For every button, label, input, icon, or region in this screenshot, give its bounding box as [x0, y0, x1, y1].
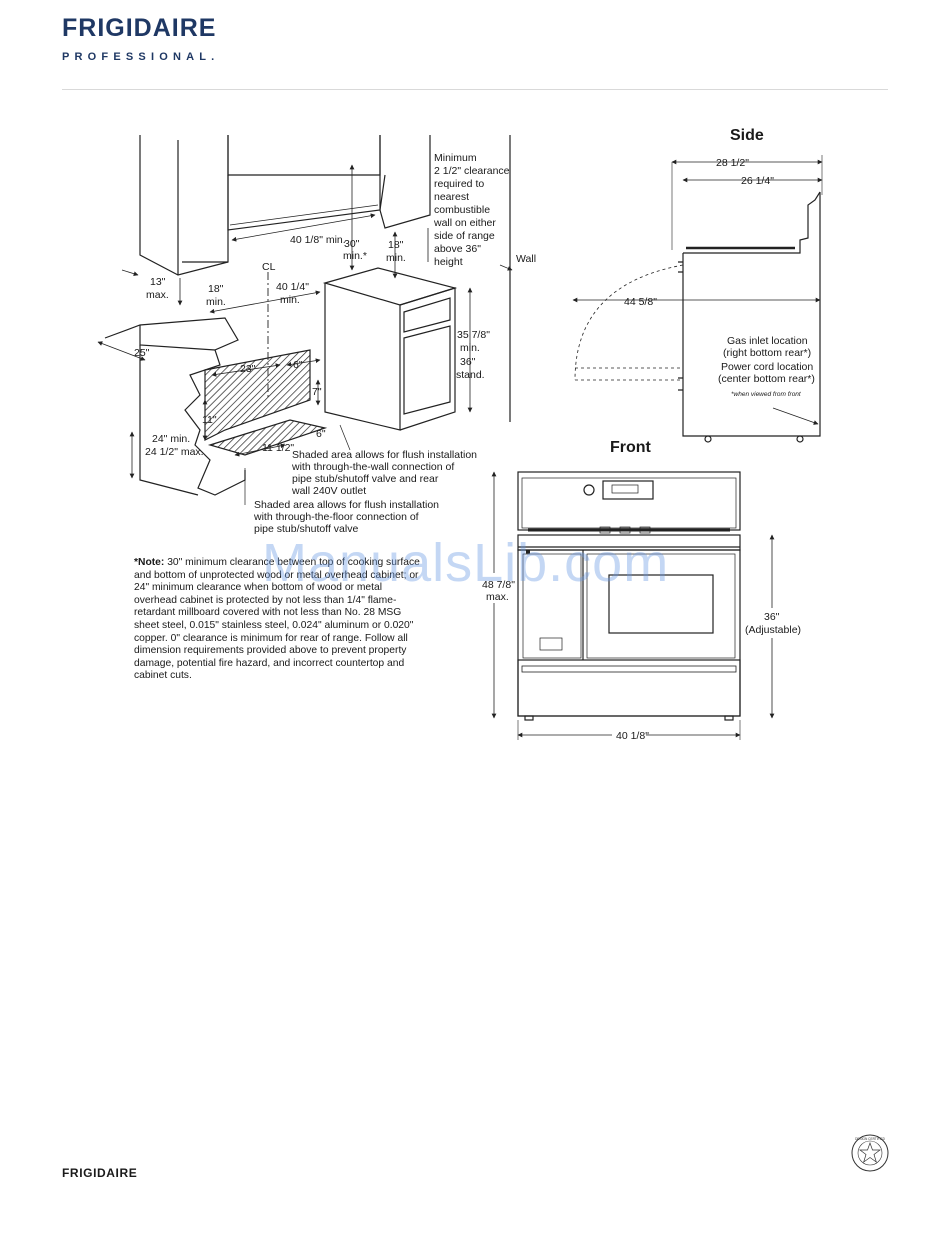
wall-area-note-2: with through-the-wall connection of	[291, 461, 454, 473]
clearance-note-8: above 36"	[434, 243, 481, 255]
side-body-depth-label: 26 1/4"	[741, 175, 774, 187]
dim-25-label: 25"	[134, 347, 150, 359]
left-upper-cabinet	[139, 135, 229, 276]
dim-30-label: 30"	[344, 238, 360, 250]
cutout-width-label: 40 1/4"	[276, 281, 309, 293]
wall-area-note-3: pipe stub/shutoff valve and rear	[292, 473, 439, 485]
gas-inlet-label: Gas inlet location	[727, 335, 808, 347]
note-text: 30" minimum clearance between top of coo…	[134, 557, 420, 682]
oven-window	[608, 574, 714, 634]
watermark: ManualsLib.com	[262, 533, 670, 593]
right-upper-cabinet	[379, 135, 431, 229]
front-adjustable-height-label: 36"	[764, 611, 780, 623]
dim-30-min-label: min.*	[343, 250, 367, 262]
side-depth-label: 28 1/2"	[716, 157, 749, 169]
front-height-max-label: max.	[486, 591, 509, 603]
clearance-note-1: Minimum	[434, 152, 477, 164]
dim-18a-label: 18"	[388, 239, 404, 251]
design-certified-seal: DESIGN CERTIFIED	[851, 1134, 889, 1172]
gas-inlet-pos-label: (right bottom rear*)	[723, 347, 811, 359]
front-adjustable-label: (Adjustable)	[745, 624, 801, 636]
cutout-min-label: min.	[280, 294, 300, 306]
note-label: *Note:	[134, 557, 165, 568]
front-view-title: Front	[610, 439, 652, 456]
dim-6a-label: 6"	[293, 359, 303, 371]
side-footnote: *when viewed from front	[731, 391, 802, 398]
height-35-min-label: min.	[460, 342, 480, 354]
front-height-label: 48 7/8"	[482, 579, 515, 591]
wall-area-note-4: wall 240V outlet	[291, 485, 366, 497]
depth-min-label: 24" min.	[152, 433, 190, 445]
door-swing-arc	[574, 264, 684, 381]
height-36-label: 36"	[460, 356, 476, 368]
brand-logo: FRIGIDAIRE PROFESSIONAL.	[62, 14, 219, 63]
centerline-label: CL	[262, 261, 276, 273]
front-view	[491, 471, 775, 740]
right-counter-top	[322, 267, 458, 306]
dim-13-max-label: max.	[146, 289, 169, 301]
dim-23-label: 23"	[240, 363, 256, 375]
star-icon	[858, 1141, 882, 1163]
upper-cabinet-center	[227, 135, 381, 176]
floor-area-note-2: with through-the-floor connection of	[253, 511, 419, 523]
front-labels: 48 7/8" max. 36" (Adjustable) 40 1/8"	[480, 573, 802, 742]
side-view-title: Side	[730, 127, 764, 144]
side-body	[682, 192, 821, 437]
dim-6b-label: 6"	[316, 428, 326, 440]
brand-subtitle: PROFESSIONAL.	[62, 51, 220, 63]
control-display	[602, 480, 654, 500]
install-labels: Minimum 2 1/2" clearance required to nea…	[134, 152, 536, 535]
clearance-note-2: 2 1/2" clearance	[434, 165, 510, 177]
left-lower-cabinet	[104, 317, 246, 496]
hood-width-label: 40 1/8" min.	[290, 234, 346, 246]
depth-max-label: 24 1/2" max.	[145, 446, 204, 458]
dim-11-label: 11"	[202, 414, 217, 426]
drawer	[517, 659, 741, 717]
side-door-open-label: 44 5/8"	[624, 296, 657, 308]
clearance-note-7: side of range	[434, 230, 495, 242]
clearance-note-3: required to	[434, 178, 484, 190]
dim-13-label: 13"	[150, 276, 166, 288]
power-cord-pos-label: (center bottom rear*)	[718, 373, 815, 385]
footer-brand: FRIGIDAIRE	[62, 1166, 138, 1180]
floor-area-note-1: Shaded area allows for flush installatio…	[254, 499, 439, 511]
clearance-note-5: combustible	[434, 204, 490, 216]
power-cord-label: Power cord location	[721, 361, 813, 373]
height-36-stand-label: stand.	[456, 369, 485, 381]
dim-18b-label: 18"	[208, 283, 224, 295]
front-width-label: 40 1/8"	[616, 730, 649, 742]
floor-area-note-3: pipe stub/shutoff valve	[254, 523, 358, 535]
dim-7-label: 7"	[312, 386, 322, 398]
clearance-note-6: wall on either	[433, 217, 496, 229]
clearance-note: *Note: 30" minimum clearance between top…	[134, 557, 424, 683]
install-diagram	[97, 135, 513, 505]
clearance-note-9: height	[434, 256, 463, 268]
seal-text: DESIGN CERTIFIED	[855, 1137, 886, 1141]
wall-area-note-1: Shaded area allows for flush installatio…	[292, 449, 477, 461]
header-divider	[62, 89, 888, 90]
wall-label: Wall	[516, 253, 536, 265]
dim-18b-min-label: min.	[206, 296, 226, 308]
height-35-label: 35 7/8"	[457, 329, 490, 341]
dim-18a-min-label: min.	[386, 252, 406, 264]
installation-diagram: Minimum 2 1/2" clearance required to nea…	[97, 127, 823, 742]
dim-11-half-label: 11 1/2"	[262, 442, 294, 454]
brand-wordmark: FRIGIDAIRE	[62, 14, 217, 42]
side-view	[572, 155, 823, 443]
side-labels: 28 1/2" 26 1/4" 44 5/8" Gas inlet locati…	[624, 157, 815, 398]
clearance-note-4: nearest	[434, 191, 469, 203]
